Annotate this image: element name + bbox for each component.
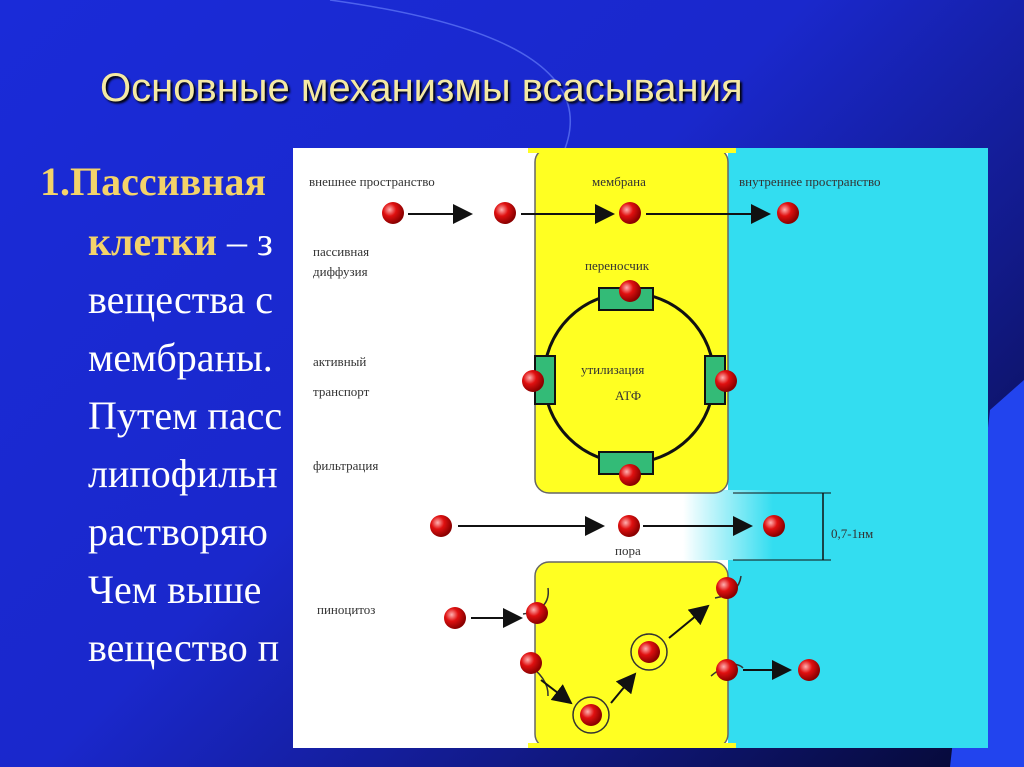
cell-word: клетки: [88, 219, 217, 264]
molecule: [619, 202, 641, 224]
list-line-8: Чем выше: [88, 567, 262, 612]
label-outer-space: внешнее пространство: [309, 174, 435, 189]
label-pore: пора: [615, 543, 641, 558]
molecule: [526, 602, 548, 624]
label-inner-space: внутреннее пространство: [739, 174, 881, 189]
label-filtration: фильтрация: [313, 458, 378, 473]
label-atp-1: утилизация: [581, 362, 644, 377]
dash-text: – з: [216, 219, 273, 264]
label-membrane: мембрана: [592, 174, 646, 189]
molecule: [716, 659, 738, 681]
inner-space-region: [728, 148, 988, 748]
vesicle-2: [572, 696, 610, 734]
molecule: [494, 202, 516, 224]
vesicle-1: [630, 633, 668, 671]
molecule: [715, 370, 737, 392]
label-pinocytosis: пиноцитоз: [317, 602, 375, 617]
list-line-3: вещества с: [88, 277, 274, 322]
label-carrier: переносчик: [585, 258, 650, 273]
molecule: [520, 652, 542, 674]
slide-title: Основные механизмы всасывания: [100, 66, 743, 110]
molecule: [382, 202, 404, 224]
label-active-2: транспорт: [313, 384, 370, 399]
molecule: [798, 659, 820, 681]
arrow-pino-3: [610, 672, 637, 704]
list-line-6: липофильн: [88, 451, 278, 496]
list-line-1: 1.Пассивная: [40, 158, 266, 205]
molecule: [444, 607, 466, 629]
arrow-pino-2: [540, 679, 573, 705]
membrane-upper: [534, 148, 729, 494]
label-passive-2: диффузия: [313, 264, 368, 279]
molecule: [580, 704, 602, 726]
arrow-pino-4: [668, 604, 710, 639]
list-line-5: Путем пасс: [88, 393, 283, 438]
molecule: [522, 370, 544, 392]
molecule: [619, 464, 641, 486]
molecule: [619, 280, 641, 302]
molecule: [638, 641, 660, 663]
label-active-1: активный: [313, 354, 366, 369]
absorption-diagram: внешнее пространство мембрана внутреннее…: [293, 148, 988, 748]
list-line-9: вещество п: [88, 625, 280, 670]
label-atp-2: АТФ: [615, 388, 641, 403]
list-line-2: клетки – з: [88, 218, 273, 265]
list-line-4: мембраны.: [88, 335, 273, 380]
molecule: [716, 577, 738, 599]
molecule: [430, 515, 452, 537]
molecules: [382, 202, 820, 726]
list-line-7: растворяю: [88, 509, 268, 554]
label-passive-1: пассивная: [313, 244, 369, 259]
molecule: [777, 202, 799, 224]
molecule: [618, 515, 640, 537]
molecule: [763, 515, 785, 537]
passive-word: Пассивная: [70, 159, 266, 204]
list-number: 1.: [40, 159, 70, 204]
label-pore-size: 0,7-1нм: [831, 526, 873, 541]
